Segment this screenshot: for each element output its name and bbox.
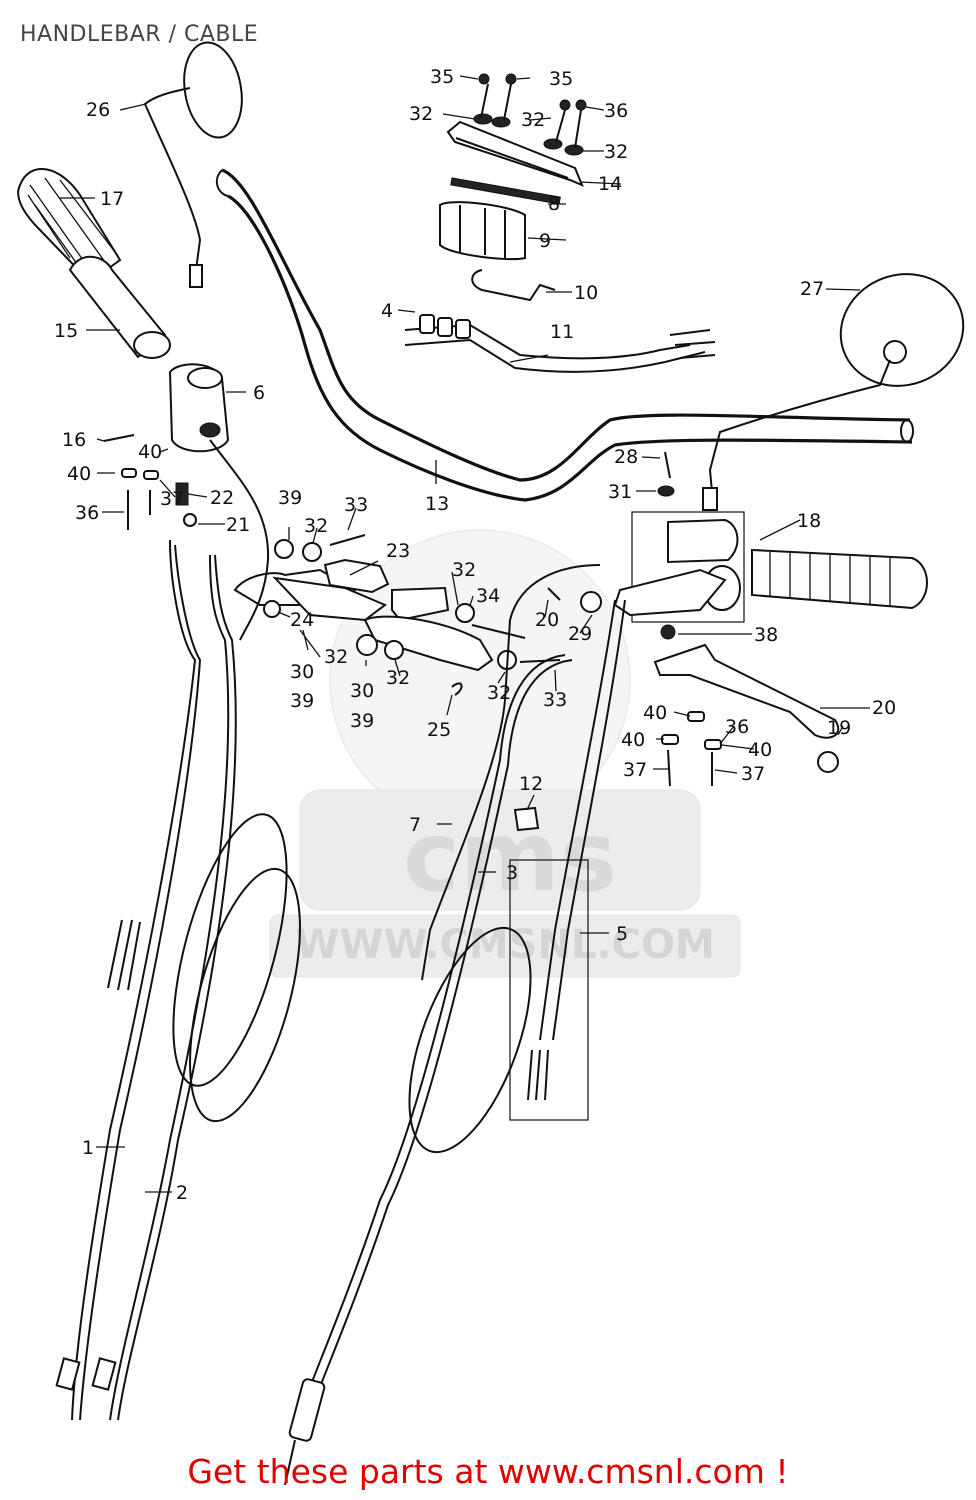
callout-32-g: 32: [386, 667, 410, 689]
callout-26: 26: [86, 99, 110, 121]
callout-37-a: 37: [160, 488, 184, 510]
watermark-url: WWW.CMSNL.COM: [295, 922, 715, 968]
callout-15: 15: [54, 320, 78, 342]
footer-advert[interactable]: Get these parts at www.cmsnl.com !: [187, 1452, 789, 1491]
cables: [55, 439, 626, 1486]
callout-12: 12: [519, 773, 543, 795]
callout-23: 20: [535, 609, 559, 631]
left-grip: [17, 168, 122, 284]
callout-8: 8: [548, 193, 560, 215]
callout-30-b: 30: [350, 680, 374, 702]
callout-36-a: 36: [604, 100, 628, 122]
callout-32-h: 32: [487, 682, 511, 704]
leader-lines: [60, 75, 870, 1193]
callout-6: 6: [253, 382, 265, 404]
callout-32-c: 32: [604, 141, 628, 163]
callout-1: 1: [82, 1137, 94, 1159]
callout-32-e: 32: [452, 559, 476, 581]
callout-17: 17: [100, 188, 124, 210]
throttle-grip: [68, 255, 171, 359]
hardware-parts: [103, 73, 722, 832]
callout-31: 31: [608, 481, 632, 503]
callout-32-b: 32: [521, 109, 545, 131]
right-switch-housing: [613, 511, 745, 623]
front-brake-lever: [653, 643, 840, 773]
callout-5: 5: [616, 923, 628, 945]
right-mirror: [702, 273, 965, 511]
callout-22: 22: [210, 487, 234, 509]
callout-7: 7: [409, 814, 421, 836]
callout-36-b: 36: [75, 502, 99, 524]
callout-35-a: 35: [430, 66, 454, 88]
callout-39-c: 39: [350, 710, 374, 732]
callout-32-f: 32: [324, 646, 348, 668]
callout-37-b: 37: [623, 759, 647, 781]
callout-25-b: 25: [427, 719, 451, 741]
callout-9: 9: [539, 230, 551, 252]
callout-40-e: 40: [748, 739, 772, 761]
callout-18: 18: [797, 510, 821, 532]
callout-35-b: 35: [549, 68, 573, 90]
diagram-title: HANDLEBAR / CABLE: [20, 22, 259, 47]
meter-cover: [404, 120, 716, 373]
callout-20: 20: [872, 697, 896, 719]
callout-30-a: 30: [290, 661, 314, 683]
callout-39-b: 39: [290, 690, 314, 712]
callout-28: 28: [614, 446, 638, 468]
callout-34: 34: [476, 585, 500, 607]
callout-labels: 35 35 32 32 36 32 14 8 9 10 4 11 26 17 1…: [54, 66, 896, 1204]
callout-24: 23: [386, 540, 410, 562]
callout-40-a: 40: [138, 441, 162, 463]
callout-21: 21: [226, 514, 250, 536]
callout-38: 38: [754, 624, 778, 646]
callout-33-a: 33: [344, 494, 368, 516]
callout-29: 29: [568, 623, 592, 645]
callout-19: 19: [827, 717, 851, 739]
callout-33-b: 33: [543, 689, 567, 711]
callout-40-c: 40: [643, 702, 667, 724]
callout-13: 13: [425, 493, 449, 515]
callout-3: 3: [506, 862, 518, 884]
left-mirror: [143, 41, 243, 288]
callout-10: 10: [574, 282, 598, 304]
callout-27: 27: [800, 278, 824, 300]
callout-40-d: 40: [621, 729, 645, 751]
callout-32-a: 32: [409, 103, 433, 125]
clutch-lever-holder: [233, 558, 494, 672]
callout-4: 4: [381, 300, 393, 322]
callout-11: 11: [550, 321, 574, 343]
callout-16: 16: [62, 429, 86, 451]
callout-32-d: 32: [304, 515, 328, 537]
callout-14: 14: [598, 173, 622, 195]
handlebar: [215, 168, 914, 502]
left-switch-housing: [168, 363, 230, 453]
callout-36-c: 36: [725, 716, 749, 738]
callout-39-a: 39: [278, 487, 302, 509]
right-grip: [751, 548, 928, 610]
callout-40-b: 40: [67, 463, 91, 485]
callout-2: 2: [176, 1182, 188, 1204]
callout-37-c: 37: [741, 763, 765, 785]
callout-25-a: 24: [290, 609, 314, 631]
